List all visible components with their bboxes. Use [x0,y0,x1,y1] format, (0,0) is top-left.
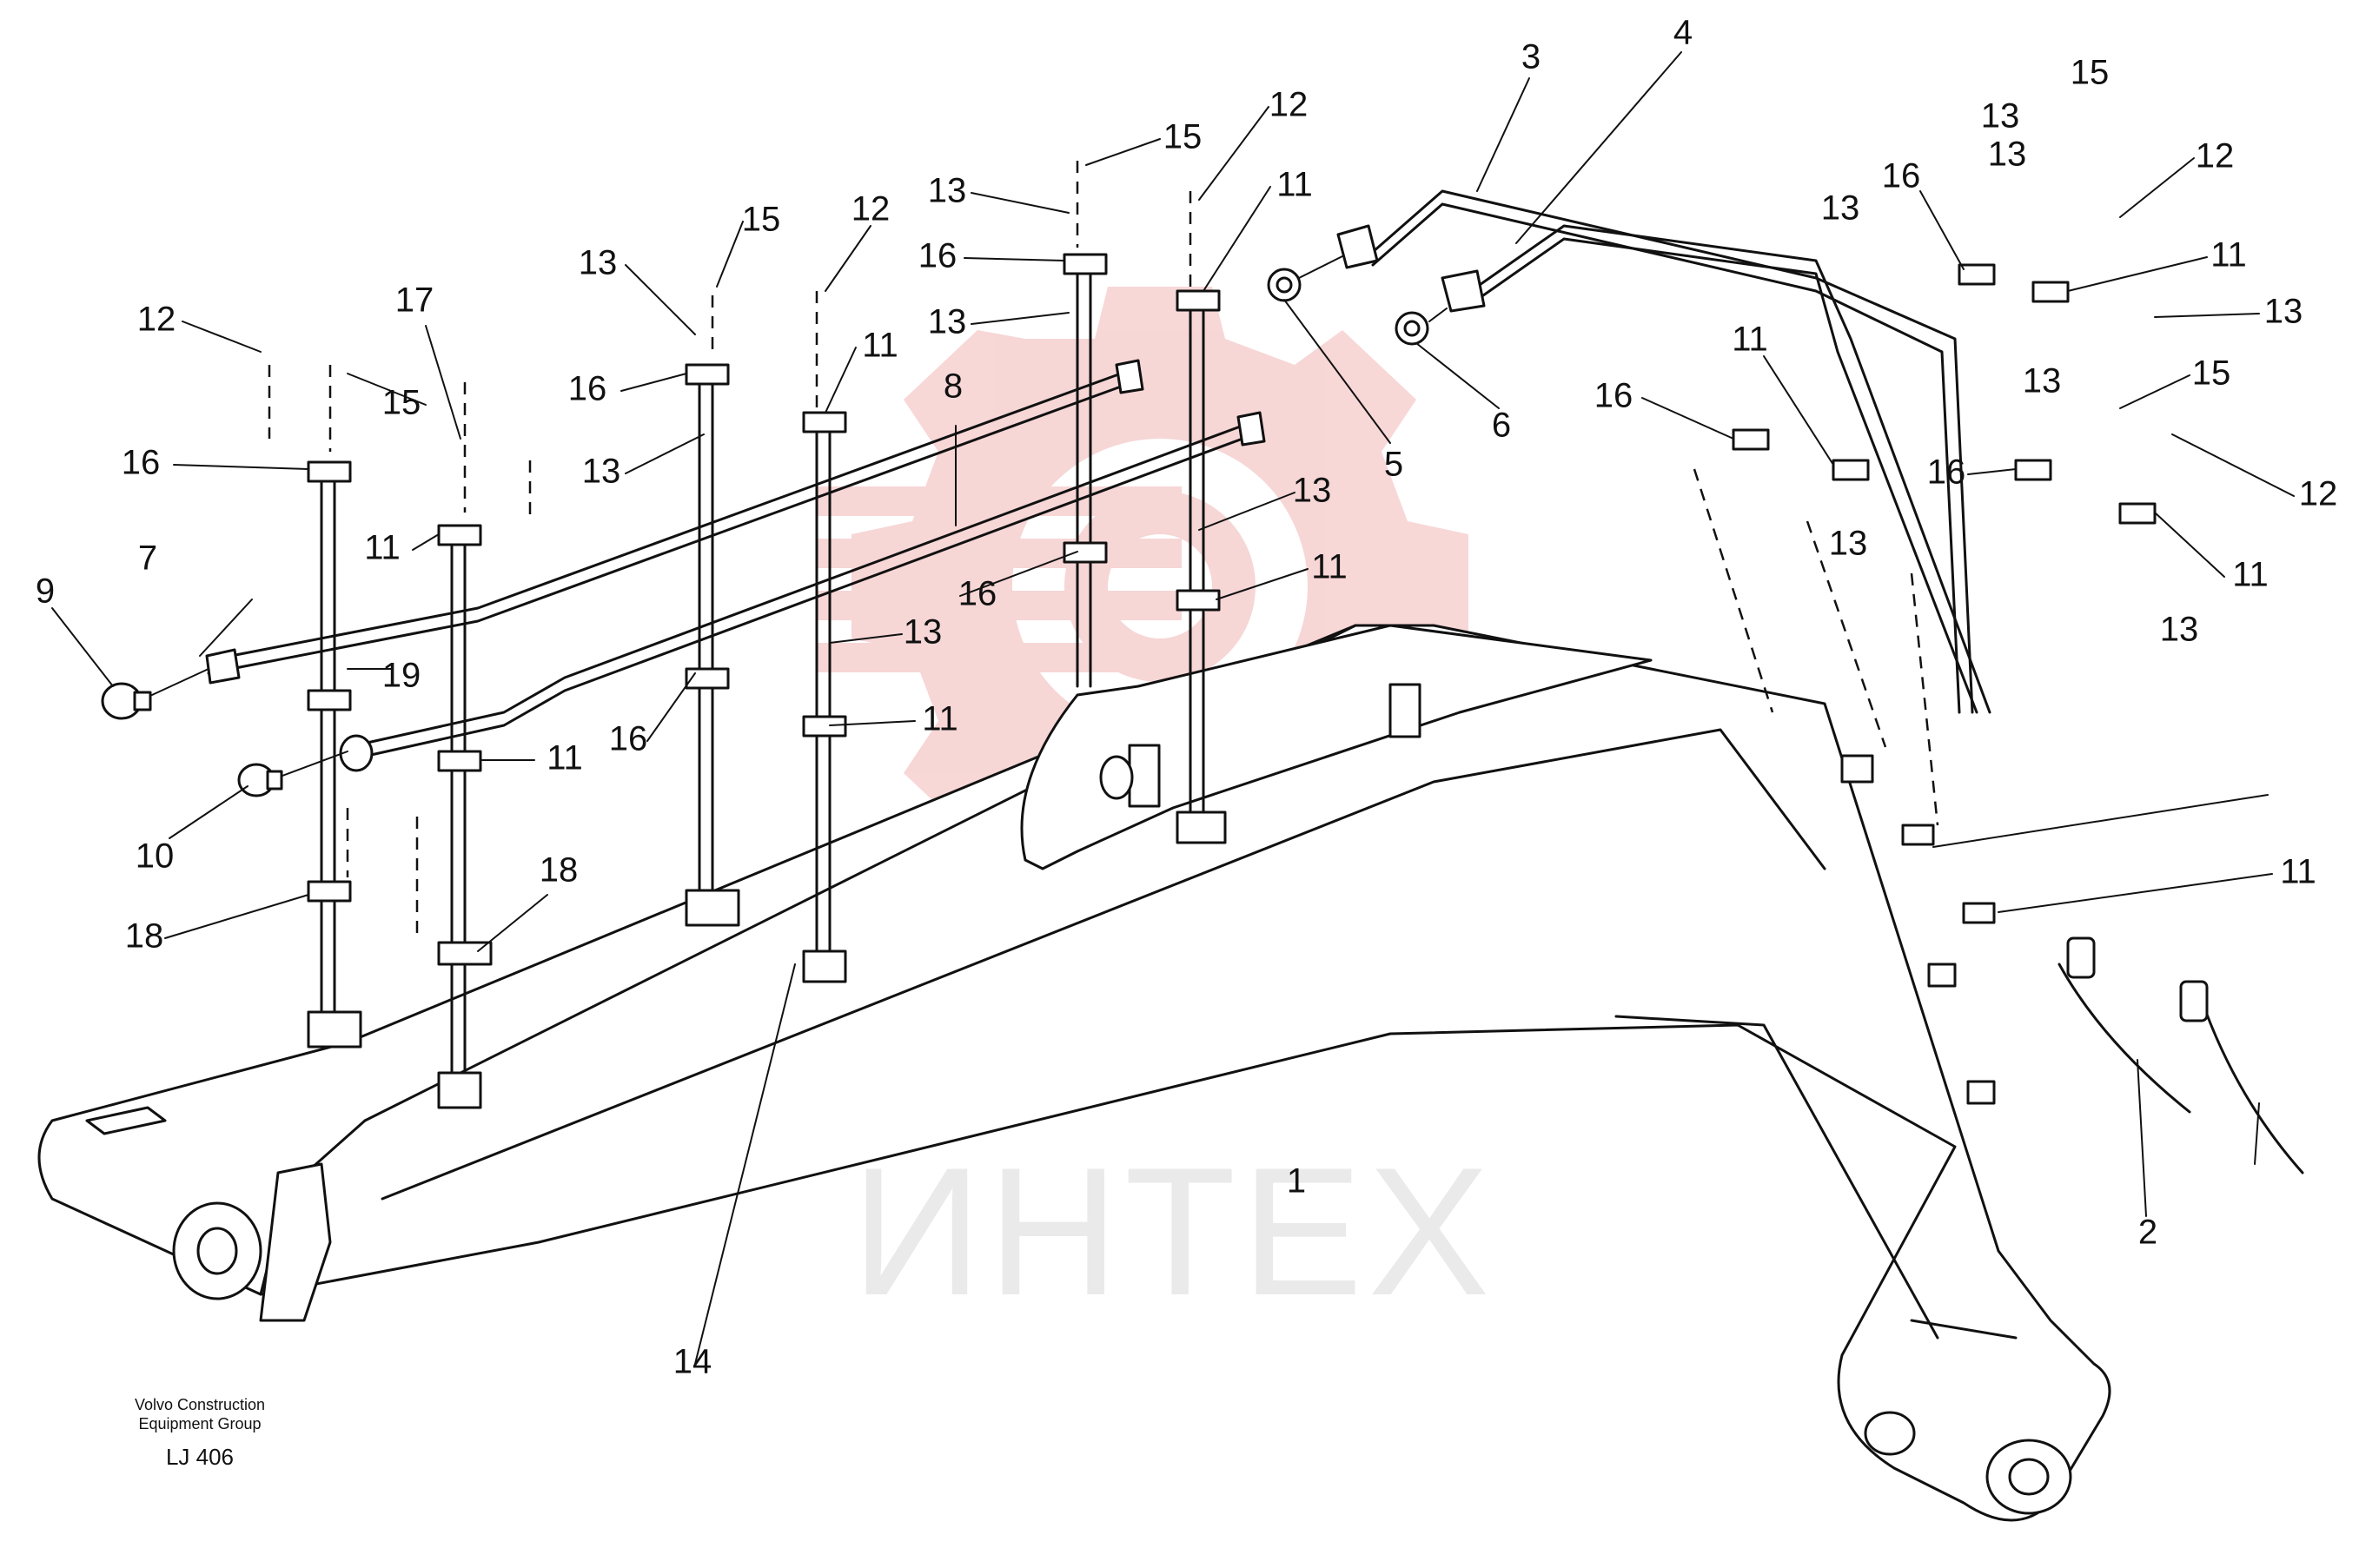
callout-13: 13 [2264,293,2303,331]
callout-16: 16 [1927,453,1966,492]
callout-15: 15 [2192,354,2231,393]
callout-10: 10 [136,837,175,876]
title-block: Volvo Construction Equipment Group LJ 40… [96,1395,304,1472]
callout-9: 9 [36,572,55,611]
callout-13: 13 [928,303,967,341]
callout-17: 17 [395,281,434,320]
callout-13: 13 [1981,97,2020,136]
clamp-column-1 [307,460,362,1049]
clamp-column-5 [1063,253,1108,688]
callout-13: 13 [1988,136,2027,174]
clamp-column-6 [1176,289,1227,844]
callout-6: 6 [1492,407,1511,445]
hydraulic-pipes [205,189,2304,1174]
callout-13: 13 [1821,189,1860,228]
callout-4: 4 [1673,14,1693,52]
callout-13: 13 [2160,611,2199,649]
plug-9-icon [101,682,152,720]
callout-19: 19 [382,657,421,695]
callout-12: 12 [851,190,891,228]
callout-13: 13 [1829,525,1868,563]
callout-18: 18 [540,851,579,890]
callout-15: 15 [2071,54,2110,92]
callout-11: 11 [1732,321,1768,359]
callout-7: 7 [138,539,157,578]
callout-16: 16 [568,370,607,408]
callout-11: 11 [2232,556,2269,594]
clamp-column-3 [685,363,740,927]
callout-16: 16 [122,444,161,482]
leader-lines [51,51,1682,1365]
plugs-and-fittings [101,255,1448,797]
callout-13: 13 [2023,362,2062,400]
callout-5: 5 [1384,446,1403,484]
callout-16: 16 [609,720,648,758]
callout-13: 13 [582,453,621,491]
callout-2: 2 [2138,1214,2157,1252]
callout-13: 13 [579,244,618,282]
fitting-5-icon [1267,268,1302,302]
plug-10-icon [237,763,283,797]
callout-13: 13 [904,613,943,652]
callout-11: 11 [547,739,583,777]
callout-16: 16 [1882,157,1921,195]
fitting-6-icon [1395,311,1429,346]
company-name-line-2: Equipment Group [138,1415,262,1432]
callout-12: 12 [2299,475,2338,513]
callout-11: 11 [922,700,958,738]
clamp-leaders [173,106,2295,1217]
boom-bracket [1020,624,1653,870]
callout-18: 18 [125,917,164,956]
callout-11: 11 [862,327,898,365]
callout-15: 15 [742,201,781,239]
callout-11: 11 [2280,853,2316,891]
bolt-washer-stacks [268,161,1939,938]
callout-1: 1 [1287,1162,1306,1201]
boom-body [37,624,2111,1522]
callout-16: 16 [918,237,958,275]
callout-11: 11 [2210,236,2247,275]
callout-16: 16 [1594,377,1633,415]
callout-labels: 1 2 3 4 5 6 7 8 9 10 11 11 11 11 11 11 1… [36,14,2337,1381]
watermark-text: ИНТЕХ [851,1129,1494,1333]
callout-12: 12 [137,301,176,339]
callout-11: 11 [1276,166,1313,204]
callout-12: 12 [1269,86,1309,124]
callout-11: 11 [1311,548,1348,586]
clamp-column-2 [437,524,493,1109]
callout-3: 3 [1521,38,1541,76]
callout-8: 8 [944,367,963,406]
clamp-assemblies [268,161,2157,1109]
clamp-column-right [1732,263,2157,1105]
company-name-line-1: Volvo Construction [134,1396,266,1413]
drawing-code: LJ 406 [165,1444,235,1470]
clamp-column-4 [802,411,847,983]
watermark: ИНТЕХ [817,287,1494,1333]
callout-13: 13 [1293,472,1332,510]
callout-13: 13 [928,172,967,210]
callout-12: 12 [2196,137,2235,175]
callout-14: 14 [673,1343,712,1381]
callout-11: 11 [364,529,401,567]
callout-15: 15 [1163,118,1203,156]
